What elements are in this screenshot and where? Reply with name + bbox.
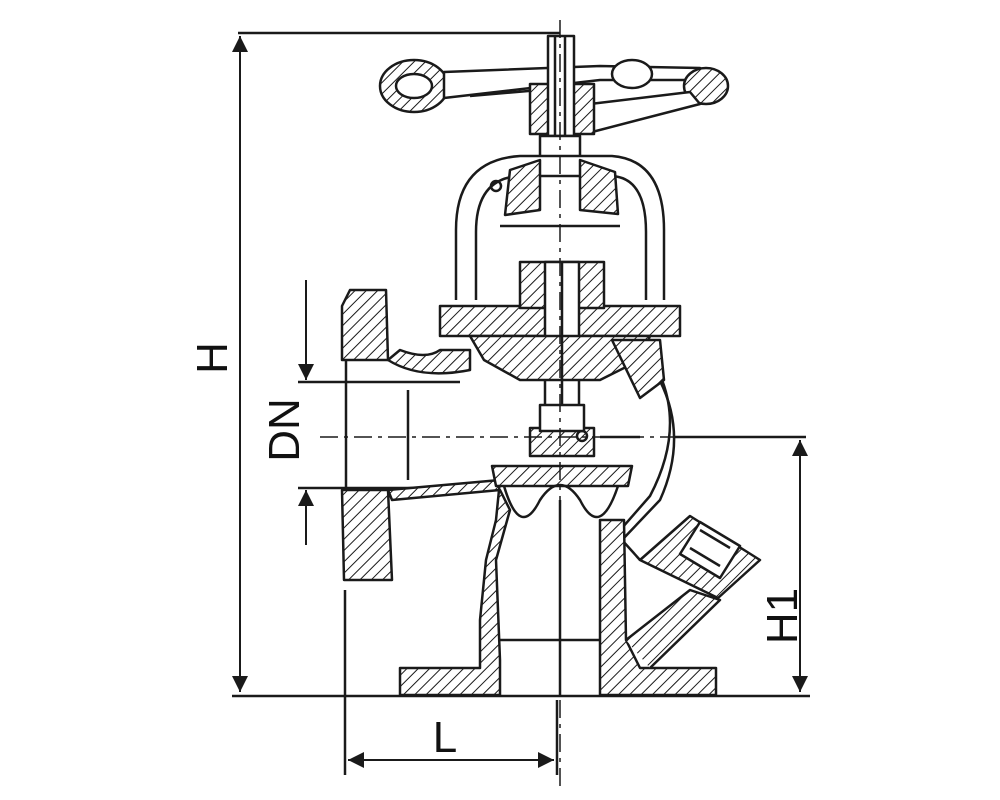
dimension-L — [343, 590, 559, 775]
dimension-label-H: H — [188, 342, 237, 374]
valve-disc — [490, 403, 634, 519]
drain-plug — [625, 514, 762, 669]
center-lines — [320, 20, 800, 790]
valve-body — [340, 288, 718, 697]
dimension-label-H1: H1 — [758, 587, 807, 645]
dimension-label-L: L — [432, 713, 458, 762]
dimension-label-DN: DN — [260, 398, 309, 462]
